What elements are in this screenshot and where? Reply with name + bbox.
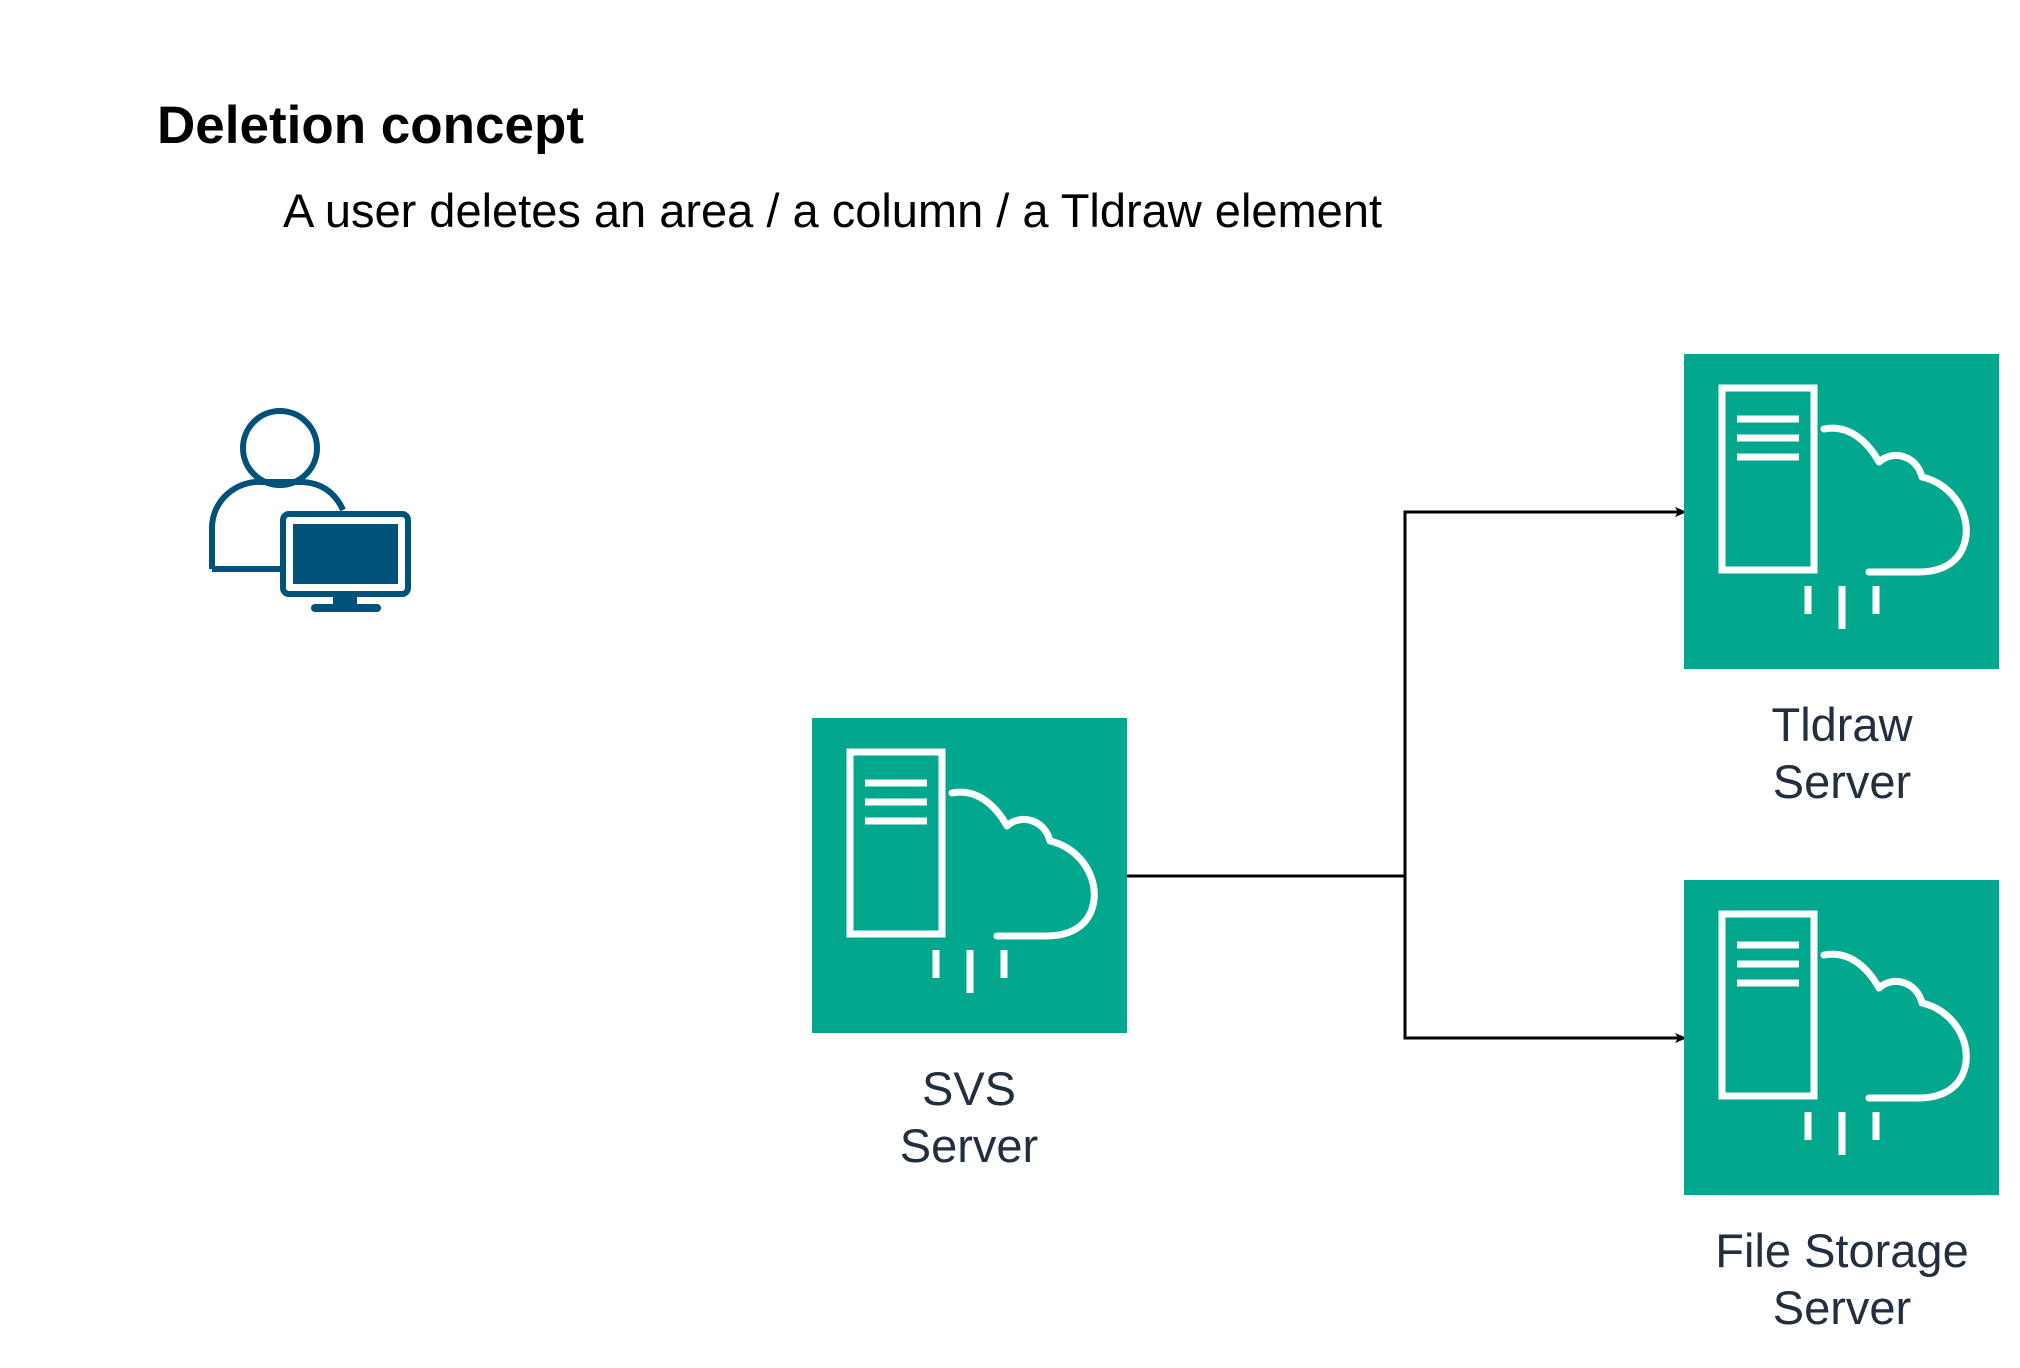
tldraw-server-label-line2: Server [1772, 755, 1912, 808]
svs-server-label: SVS Server [749, 1060, 1189, 1174]
file-storage-server-label-line2: Server [1772, 1281, 1912, 1334]
diagram-title: Deletion concept [157, 96, 585, 155]
svs-server-icon [812, 718, 1127, 1033]
file-storage-server-label: File Storage Server [1622, 1222, 2020, 1336]
connector-svs-to-tldraw [1127, 507, 1687, 878]
tldraw-server-label: Tldraw Server [1622, 696, 2020, 810]
connector-svs-to-file-storage [1403, 876, 1687, 1043]
file-storage-server-icon [1684, 880, 1999, 1195]
user-at-computer-icon [209, 408, 411, 612]
tldraw-server-icon [1684, 354, 1999, 669]
file-storage-server-label-line1: File Storage [1715, 1224, 1969, 1277]
svs-server-label-line2: Server [899, 1119, 1039, 1172]
tldraw-server-label-line1: Tldraw [1771, 698, 1913, 751]
diagram-subtitle: A user deletes an area / a column / a Tl… [283, 184, 1383, 237]
svs-server-label-line1: SVS [921, 1062, 1017, 1115]
